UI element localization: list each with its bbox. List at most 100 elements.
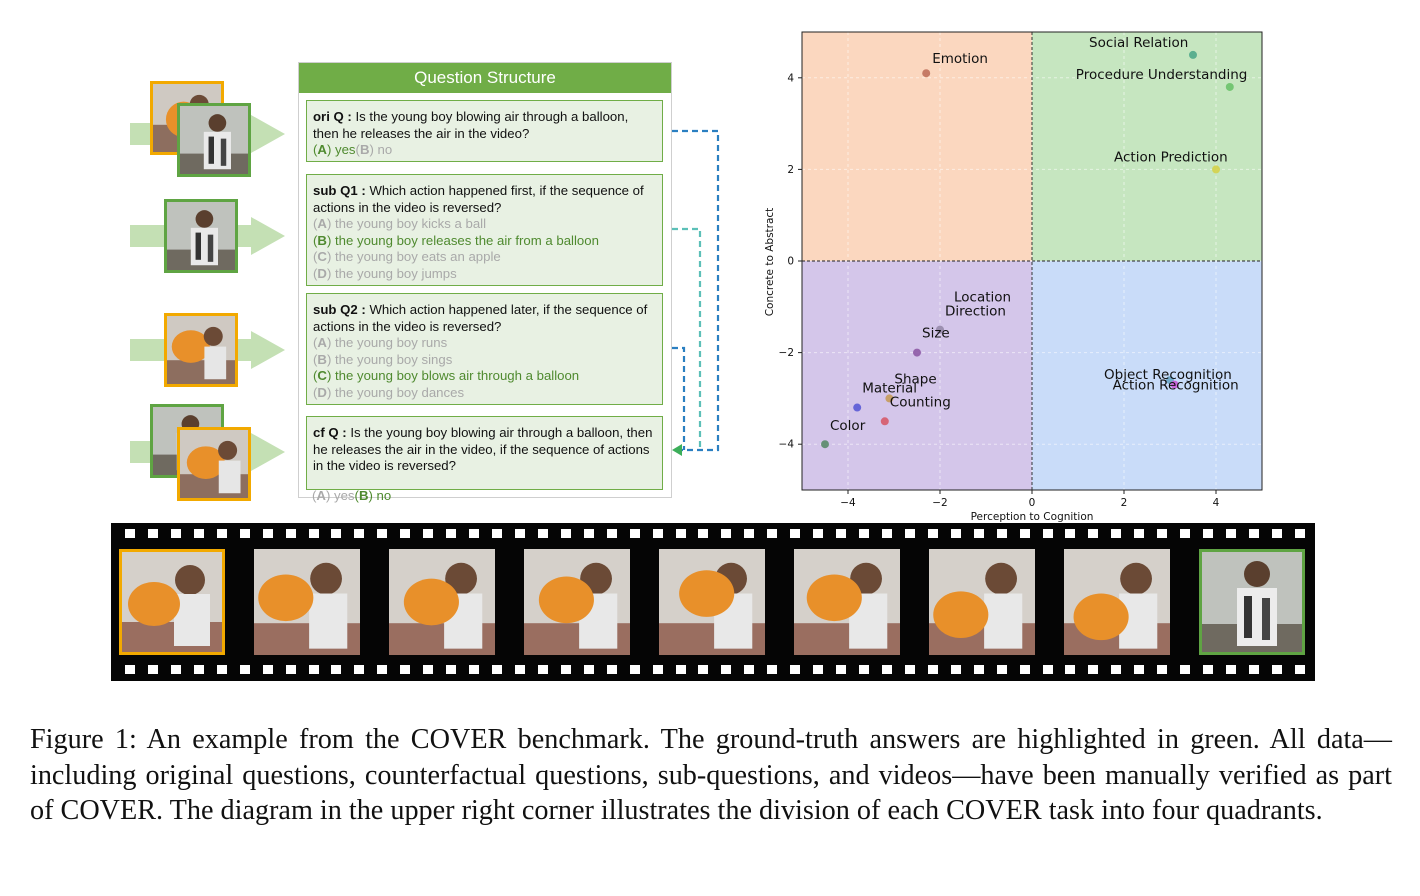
point-label: Color [830, 418, 866, 434]
y-axis-label: Concrete to Abstract [764, 208, 776, 317]
point-label: Size [922, 326, 950, 342]
point-label: Object Recognition [1104, 367, 1232, 383]
film-hole [836, 529, 847, 538]
film-hole [721, 529, 732, 538]
cf-question-box: cf Q : Is the young boy blowing air thro… [306, 416, 663, 490]
film-hole [492, 529, 502, 538]
x-tick-label: 2 [1121, 497, 1128, 509]
y-tick-label: −2 [779, 347, 794, 359]
film-hole [400, 665, 411, 674]
question-structure-title: Question Structure [299, 63, 671, 93]
film-frame [254, 549, 360, 655]
film-hole [285, 529, 296, 538]
film-hole [170, 665, 181, 674]
film-hole [1157, 665, 1168, 674]
film-hole [331, 529, 342, 538]
film-hole [996, 529, 1007, 538]
point-label: Action Prediction [1114, 149, 1228, 165]
film-hole [1226, 529, 1236, 538]
option: (B) no [354, 488, 392, 503]
film-hole [698, 665, 709, 674]
film-hole [767, 665, 778, 674]
film-hole [446, 665, 457, 674]
scatter-point [1170, 380, 1179, 389]
sub-question-2-text: Which action happened later, if the sequ… [313, 302, 648, 334]
film-hole [1180, 529, 1191, 538]
film-hole [560, 665, 571, 674]
point-label: Shape [894, 371, 936, 387]
film-hole [1019, 665, 1030, 674]
ori-question-text: Is the young boy blowing air through a b… [313, 109, 629, 141]
option: (D) the young boy jumps [313, 265, 457, 281]
film-frame [794, 549, 900, 655]
film-hole [1271, 529, 1282, 538]
cf-question-label: cf Q : [313, 425, 347, 440]
film-hole [216, 529, 227, 538]
option: (A) yes [313, 142, 356, 157]
video-frame-subq1 [164, 199, 238, 273]
cf-question-text: Is the young boy blowing air through a b… [313, 425, 653, 457]
film-hole [193, 665, 204, 674]
film-hole [193, 529, 204, 538]
video-frame-image [122, 552, 222, 652]
point-label: Material [862, 381, 917, 397]
video-film-strip [111, 523, 1315, 681]
film-holes-bottom [125, 665, 1305, 675]
connector-subq2 [672, 346, 686, 450]
film-hole [1203, 665, 1214, 674]
film-hole [147, 529, 158, 538]
film-hole [170, 529, 181, 538]
sub-question-2-label: sub Q2 : [313, 302, 366, 317]
video-frame-ori-front [177, 103, 251, 177]
film-hole [767, 529, 778, 538]
film-holes-top [125, 529, 1305, 539]
dashed-connectors [672, 129, 720, 456]
option: (D) the young boy dances [313, 384, 465, 400]
x-tick-label: −2 [932, 497, 947, 509]
film-hole [400, 529, 411, 538]
x-tick-label: 0 [1029, 497, 1036, 509]
question-structure-panel: Question Structure ori Q : Is the young … [298, 62, 672, 503]
film-hole [790, 665, 801, 674]
film-hole [675, 529, 686, 538]
quadrant-bottom-left [802, 261, 1032, 490]
film-hole [1019, 529, 1030, 538]
scatter-point [1212, 165, 1220, 174]
film-hole [354, 665, 365, 674]
y-tick-label: 4 [787, 72, 794, 84]
film-frame [1199, 549, 1305, 655]
film-frame [524, 549, 630, 655]
quadrants [802, 32, 1262, 490]
arrow-head-3 [251, 331, 285, 369]
film-hole [652, 529, 663, 538]
film-hole [1157, 529, 1168, 538]
arrow-head-4 [251, 433, 285, 471]
film-hole [1111, 665, 1122, 674]
scatter-point [936, 325, 944, 334]
film-frame [389, 549, 495, 655]
film-hole [514, 529, 525, 538]
film-hole [583, 529, 594, 538]
video-frame-image [1064, 549, 1170, 655]
film-hole [1042, 665, 1053, 674]
film-hole [721, 665, 732, 674]
scatter-point [853, 403, 862, 412]
scatter-point [821, 440, 829, 449]
film-hole [881, 665, 892, 674]
film-hole [239, 529, 250, 538]
film-hole [1065, 665, 1076, 674]
option: (B) the young boy sings [313, 351, 453, 367]
film-hole [996, 665, 1007, 674]
film-hole [606, 665, 617, 674]
ori-question-options: (A) yes(B) no [313, 142, 656, 159]
film-hole [629, 665, 640, 674]
film-hole [537, 529, 548, 538]
film-hole [859, 665, 869, 674]
film-frame [119, 549, 225, 655]
point-label: Action Recognition [1113, 378, 1239, 394]
scatter-point [913, 348, 921, 357]
film-hole [308, 529, 319, 538]
film-hole [239, 665, 250, 674]
